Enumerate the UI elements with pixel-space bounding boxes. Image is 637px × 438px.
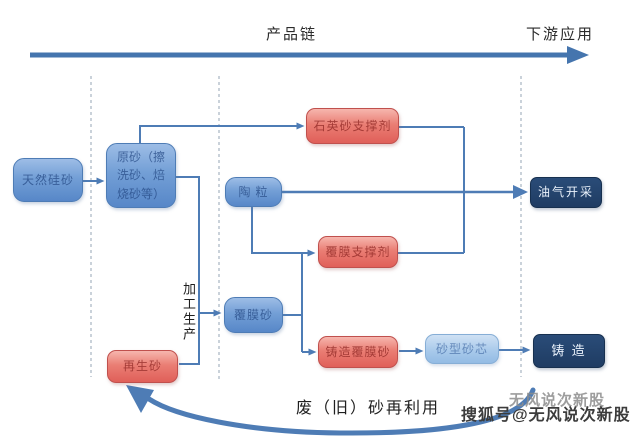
- node-raw-sand: 原砂（擦洗砂、焙烧砂等）: [106, 143, 176, 208]
- watermark-ghost-text: 无风说次新股: [509, 392, 606, 409]
- node-recycled-sand: 再生砂: [107, 350, 178, 383]
- header-arrow: [30, 46, 589, 64]
- connector-rawsand-recycled-trunk: [176, 176, 200, 365]
- waste-sand-reuse-label: 废（旧）砂再利用: [296, 400, 441, 417]
- connector-rawsand-to-quartz: [139, 122, 305, 144]
- node-coated-sand: 覆膜砂: [224, 297, 283, 333]
- oilgas-arrowhead: [513, 185, 528, 199]
- node-ceramsite: 陶 粒: [225, 177, 282, 207]
- processing-production-label: 加工生产: [181, 282, 196, 342]
- node-quartz-sand-proppant: 石英砂支撑剂: [306, 108, 399, 144]
- downstream-application-label: 下游应用: [526, 27, 595, 43]
- node-foundry-coated-sand: 铸造覆膜砂: [318, 336, 398, 368]
- connector-ceramsite-to-coatedproppant: [251, 207, 316, 257]
- node-casting: 铸 造: [533, 334, 605, 368]
- node-natural-silica-sand: 天然硅砂: [13, 158, 83, 202]
- node-sand-mold-core: 砂型砂芯: [425, 334, 499, 364]
- node-coated-proppant: 覆膜支撑剂: [318, 236, 398, 268]
- product-chain-label: 产品链: [266, 27, 318, 43]
- recycle-arrow: [126, 385, 536, 436]
- watermark-text: 搜狐号@无风说次新股: [461, 407, 631, 424]
- node-oil-gas-extraction: 油气开采: [530, 177, 602, 208]
